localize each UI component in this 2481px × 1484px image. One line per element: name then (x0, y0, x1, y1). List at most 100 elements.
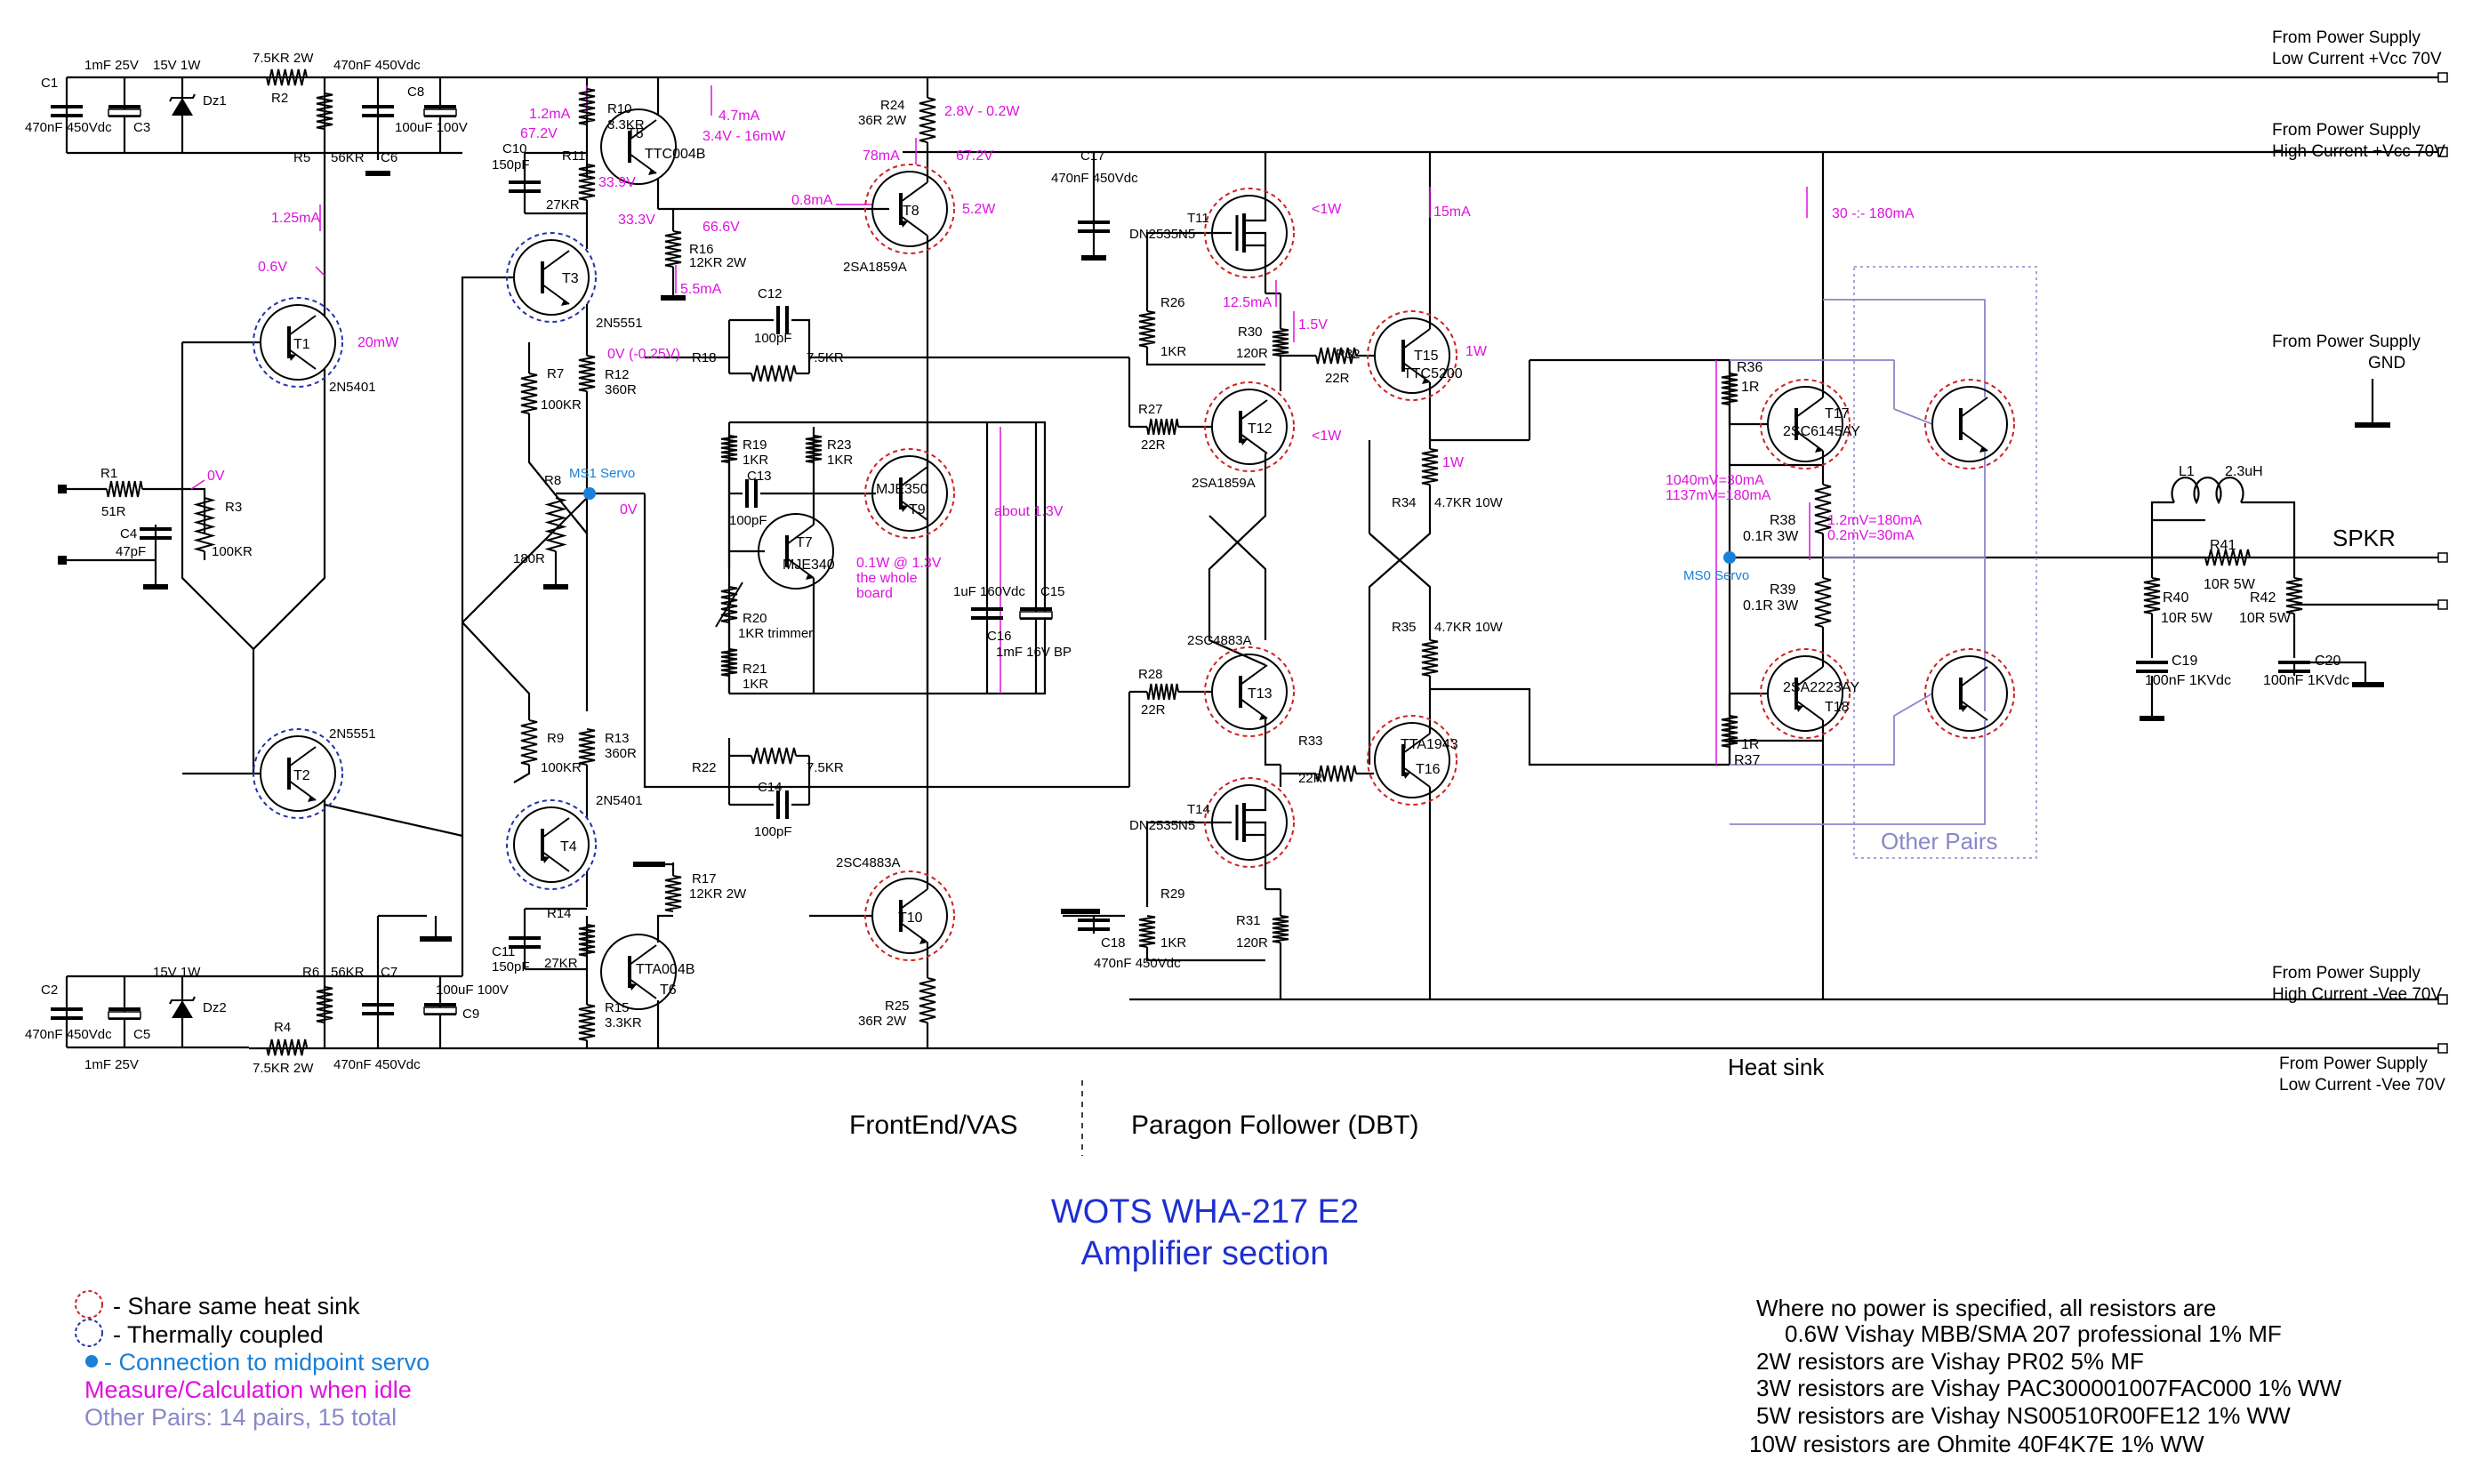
c2-ref: C2 (41, 983, 58, 998)
rail-gnd-label: From Power Supply (2272, 333, 2421, 351)
t5-ref: T5 (627, 126, 644, 141)
c10-ref: C10 (502, 141, 527, 156)
t4-transistor-ring (506, 799, 597, 890)
note-line-2: 2W resistors are Vishay PR02 5% MF (1756, 1348, 2144, 1375)
r22-value: 7.5KR (807, 760, 844, 775)
c20-ref: C20 (2315, 654, 2340, 669)
t8-transistor-ring (864, 164, 955, 254)
t3-transistor-ring (506, 232, 597, 323)
measure-3-4v: 3.4V - 16mW (703, 129, 786, 144)
t16-transistor-collector (1402, 733, 1431, 754)
r31-ref: R31 (1236, 913, 1261, 928)
r25-ref: R25 (885, 999, 910, 1014)
r22-resistor (751, 747, 797, 765)
r21-resistor (720, 648, 738, 677)
t12-part: 2SA1859A (1192, 476, 1256, 491)
rail-terminal (2437, 994, 2448, 1005)
wire (324, 803, 463, 838)
measure-1-25ma: 1.25mA (271, 211, 320, 226)
r37-ref: R37 (1734, 753, 1760, 768)
measure-5-5ma: 5.5mA (680, 282, 722, 297)
r41-value: 10R 5W (2204, 577, 2256, 592)
t12-transistor-collector (1240, 399, 1268, 421)
r28-value: 22R (1141, 702, 1166, 718)
r17-value: 12KR 2W (689, 886, 747, 902)
r24-resistor (919, 97, 936, 143)
r4-value: 7.5KR 2W (253, 1061, 314, 1076)
c18-value: 470nF 450Vdc (1094, 956, 1181, 971)
wire (1728, 405, 1768, 426)
r30-ref: R30 (1238, 325, 1263, 340)
r35-resistor (1421, 639, 1439, 677)
c20-value: 100nF 1KVdc (2263, 673, 2349, 688)
t3-transistor (513, 239, 590, 316)
c5-ref: C5 (133, 1027, 150, 1042)
other-pair-pnp-emitter (1960, 700, 1988, 721)
spkr-label: SPKR (2332, 525, 2396, 551)
t1-transistor (260, 304, 336, 381)
t18-ref: T18 (1825, 700, 1850, 715)
other-pairs-label: Other Pairs (1881, 828, 1998, 854)
r40-value: 10R 5W (2161, 611, 2213, 626)
ground-bar (633, 862, 665, 867)
t16-transistor (1374, 722, 1450, 798)
t17-ref: T17 (1825, 406, 1850, 421)
ground-bar (2352, 682, 2384, 687)
r14-value: 27KR (544, 956, 578, 971)
r24-ref: R24 (880, 98, 905, 113)
wiring (62, 76, 2438, 1156)
r9-value: 100KR (541, 760, 582, 775)
rail-high-vcc-label: From Power Supply (2272, 121, 2421, 140)
r6-value: 56KR (331, 965, 365, 980)
t15-ref: T15 (1414, 349, 1439, 364)
r36-ref: R36 (1737, 360, 1762, 375)
other-pair-npn (1931, 386, 2008, 462)
r42-value: 10R 5W (2239, 611, 2292, 626)
measure-0-6v: 0.6V (258, 260, 287, 275)
r7-ref: R7 (547, 366, 564, 381)
t3-transistor-arrow (561, 300, 569, 306)
r13-resistor (578, 728, 596, 766)
t12-ref: T12 (1248, 421, 1273, 437)
dz2-zener-bar (169, 996, 196, 1005)
r3-ref: R3 (225, 500, 242, 515)
t2-transistor-ring (253, 728, 343, 819)
r17-ref: R17 (692, 871, 717, 886)
other-pair-npn-arrow (1979, 446, 1987, 453)
r2-value: 7.5KR 2W (253, 51, 314, 66)
c6-ref: C6 (381, 150, 397, 165)
r9-ref: R9 (547, 731, 564, 746)
t7-transistor (758, 513, 834, 590)
r24-value: 36R 2W (858, 113, 907, 128)
measure-0-2mv: 0.2mV=30mA (1827, 528, 1915, 543)
c11-ref: C11 (492, 944, 515, 959)
r6-ref: R6 (302, 965, 319, 980)
r5-ref: R5 (293, 150, 310, 165)
wire (643, 493, 925, 789)
t14-mosfet-ring (1204, 777, 1295, 868)
t15-part: TTC5200 (1403, 366, 1463, 381)
wire (2150, 501, 2174, 558)
r38-value: 0.1R 3W (1743, 529, 1799, 544)
t4-transistor-collector (542, 817, 570, 838)
r18-value: 7.5KR (807, 350, 844, 365)
wire (656, 914, 673, 943)
ms1-servo-label: MS1 Servo (569, 466, 635, 481)
c17-value: 470nF 450Vdc (1051, 171, 1138, 186)
r10-resistor (578, 88, 596, 125)
ground-bar (365, 171, 390, 176)
r27-resistor (1146, 418, 1179, 436)
r29-resistor (1138, 915, 1156, 948)
wire (462, 497, 588, 623)
t2-transistor (260, 735, 336, 812)
r2-ref: R2 (271, 91, 288, 106)
r36-value: 1R (1741, 380, 1759, 395)
ground-bar (2355, 422, 2390, 428)
t16-ref: T16 (1416, 762, 1441, 777)
r1-resistor (106, 480, 143, 498)
t17-transistor (1767, 386, 1843, 462)
r41-resistor (2204, 549, 2251, 566)
c18-ref: C18 (1101, 935, 1126, 951)
c13-ref: C13 (747, 469, 772, 484)
rail-high-vee-detail: High Current -Vee 70V (2272, 985, 2442, 1004)
